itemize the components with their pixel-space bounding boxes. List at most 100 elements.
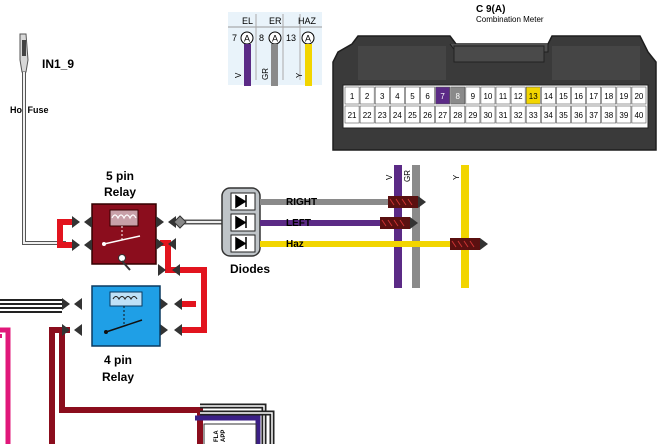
connector-pin-number: 17 [589, 92, 598, 101]
connector-pin-cell [359, 105, 375, 124]
connector-pin-cell [571, 105, 586, 124]
fuse-feed-wire [22, 72, 66, 245]
connector-pin-cell [465, 86, 481, 105]
connector-pin-cell [601, 105, 617, 124]
connector-pin-number: 33 [529, 111, 538, 120]
connector-pin-number: 19 [619, 92, 628, 101]
wire-label-y: Y [452, 174, 461, 180]
connector-pin-cell [389, 105, 405, 124]
diodes: Diodes [221, 187, 270, 276]
connector-pin-number: 3 [380, 92, 385, 101]
input-symbol-er: A [272, 34, 278, 44]
connector-pin-cell [540, 105, 556, 124]
connector-pin-number: 26 [423, 111, 432, 120]
connector-pin-cell [540, 86, 556, 105]
connector-pin-cell [344, 105, 360, 124]
hot-fuse: IN1_9 Hot Fuse [10, 33, 74, 245]
connector-pin-number: 6 [425, 92, 430, 101]
connector-pin-cell [510, 105, 526, 124]
connector-name: Combination Meter [476, 15, 544, 24]
wire-right [260, 199, 420, 205]
connector-pin-cell [586, 86, 601, 105]
relay4: 4 pin Relay [62, 285, 182, 384]
connector-pin-cell [510, 86, 526, 105]
connector-pin-number: 38 [604, 111, 613, 120]
connector-pin-number: 25 [408, 111, 417, 120]
bottom-device-body [203, 423, 257, 444]
connector-pin-cell [450, 86, 466, 105]
connector-pin-cell [450, 105, 466, 124]
connector-pin-number: 5 [410, 92, 415, 101]
connector-pin-cell [374, 105, 390, 124]
connector-pin-cell [601, 86, 617, 105]
input-wire-label-er: GR [261, 68, 270, 80]
connector-pin-number: 10 [483, 92, 492, 101]
connector-pin-cell [556, 105, 571, 124]
connector-pin-cell [525, 105, 541, 124]
diode-output-wires: RIGHT LEFT Haz [260, 196, 488, 250]
input-wire-haz [305, 44, 312, 86]
connector-pin-cell [631, 86, 647, 105]
wire-label-gr: GR [403, 170, 412, 182]
connector-id: C 9(A) [476, 4, 505, 15]
connector-pin-cell [586, 105, 601, 124]
connector-pin-number: 28 [453, 111, 462, 120]
connector-pin-number: 4 [395, 92, 400, 101]
connector-pin-cell [556, 86, 571, 105]
input-symbol-haz: A [305, 34, 311, 44]
connector-pin-number: 29 [468, 111, 477, 120]
connector-pin-number: 37 [589, 111, 598, 120]
connector-pin-cell [389, 86, 405, 105]
connector-pin-number: 35 [559, 111, 568, 120]
connector-pin-cell [616, 105, 632, 124]
fuse-connector-label: IN1_9 [42, 57, 74, 71]
wire-label-right: RIGHT [286, 197, 317, 208]
connector-pin-number: 21 [348, 111, 357, 120]
connector-pin-number: 36 [574, 111, 583, 120]
wire-label-left: LEFT [286, 218, 311, 229]
connector-pin-cell [465, 105, 481, 124]
diodes-label: Diodes [230, 262, 270, 276]
relay4-label-line2: Relay [102, 370, 134, 384]
connector-pin-number: 9 [471, 92, 476, 101]
connector-pin-number: 14 [544, 92, 553, 101]
meter-inputs: EL ER HAZ 7 8 13 A A A V GR Y [228, 12, 322, 86]
relay5-label-line2: Relay [104, 185, 136, 199]
input-wire-er [271, 44, 278, 86]
connector-pin-number: 22 [363, 111, 372, 120]
connector-pin-number: 40 [634, 111, 643, 120]
connector-pin-number: 18 [604, 92, 613, 101]
connector-pin-cell [420, 86, 435, 105]
connector-pin-number: 8 [456, 92, 461, 101]
connector-pin-cell [480, 86, 496, 105]
input-wire-label-el: V [234, 72, 243, 78]
connector-pin-number: 11 [499, 92, 508, 101]
connector-pin-number: 16 [574, 92, 583, 101]
bottom-device-line2: APP [221, 430, 227, 442]
input-header-el: EL [242, 16, 253, 26]
connector-pin-number: 34 [544, 111, 553, 120]
connector-pin-number: 31 [499, 111, 508, 120]
wire-label-haz: Haz [286, 239, 304, 250]
input-symbol-el: A [244, 34, 250, 44]
relay4-label-line1: 4 pin [104, 353, 132, 367]
connector-pin-number: 23 [378, 111, 387, 120]
wire-haz [260, 241, 470, 247]
connector-pin-cell [525, 86, 541, 105]
connector-pin-number: 27 [438, 111, 447, 120]
connector-pin-cell [374, 86, 390, 105]
connector-pin-cell [631, 105, 647, 124]
bottom-device: FLA APP [203, 423, 257, 444]
connector-pin-cell [435, 86, 451, 105]
connector-pin-cell [616, 86, 632, 105]
connector-pin-cell [495, 86, 511, 105]
connector-pin-number: 39 [619, 111, 628, 120]
connector-pin-number: 20 [634, 92, 643, 101]
connector-pin-number: 15 [559, 92, 568, 101]
fuse-label: Hot Fuse [10, 105, 49, 115]
connector-pin-number: 32 [514, 111, 523, 120]
